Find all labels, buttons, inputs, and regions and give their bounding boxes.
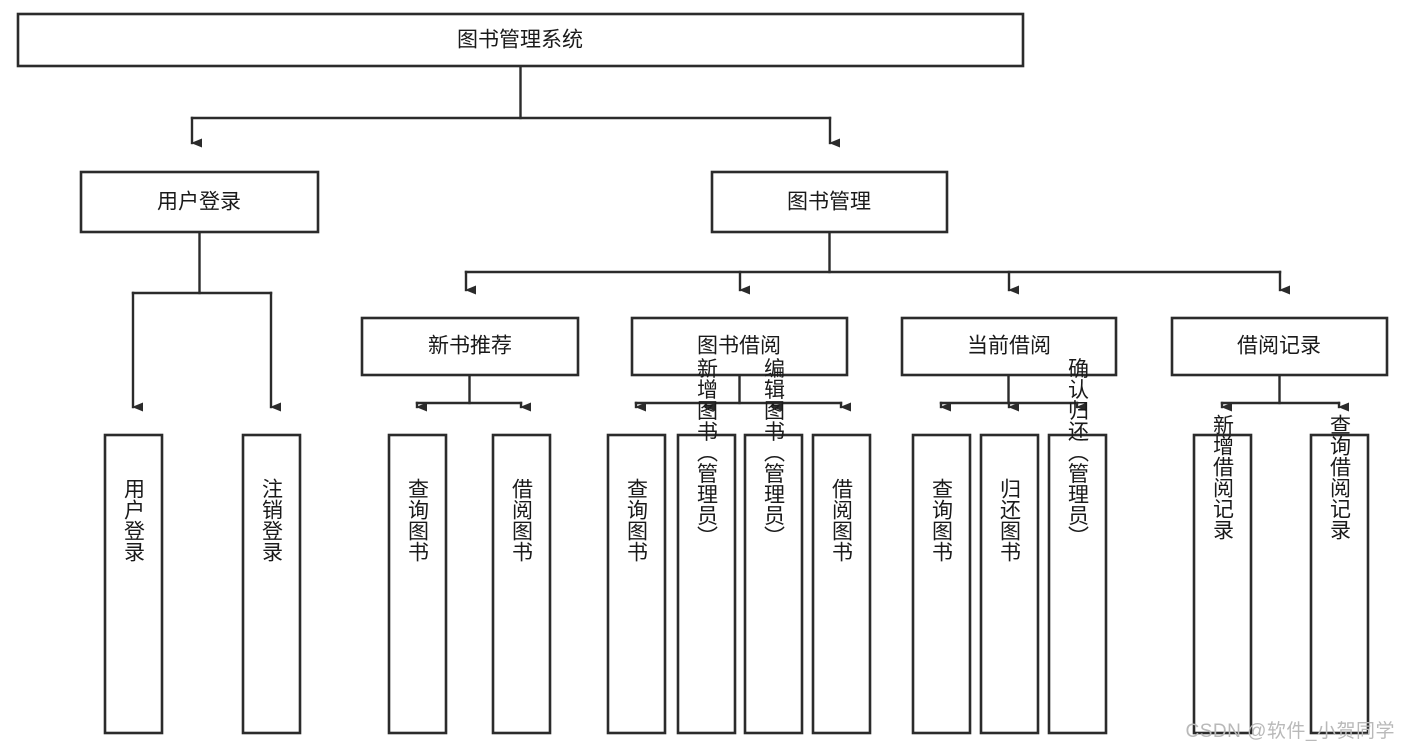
node-leaf-query-record[interactable]: 查询借阅记录 <box>1309 414 1370 735</box>
connector-book-management-children <box>464 230 1290 295</box>
node-leaf-return-book-label: 归还图书 <box>998 478 1022 562</box>
node-leaf-logout-login[interactable]: 注销登录 <box>241 433 302 735</box>
node-leaf-borrow-book-1[interactable]: 借阅图书 <box>491 433 552 735</box>
node-leaf-query-book-2-label: 查询图书 <box>625 478 649 562</box>
node-root-label: 图书管理系统 <box>457 29 583 52</box>
node-leaf-query-book-1-label: 查询图书 <box>406 478 430 562</box>
node-current-borrow[interactable]: 当前借阅 <box>900 316 1118 377</box>
connector-current-borrow-children <box>939 373 1087 412</box>
node-leaf-query-record-label: 查询借阅记录 <box>1328 414 1352 540</box>
node-leaf-confirm-return-label: 确认归还（管理员） <box>1066 358 1090 547</box>
node-borrow-record-label: 借阅记录 <box>1237 335 1321 358</box>
node-new-book-recommend[interactable]: 新书推荐 <box>360 316 580 377</box>
node-user-login-label: 用户登录 <box>157 191 241 214</box>
node-book-management-label: 图书管理 <box>787 191 871 214</box>
node-leaf-confirm-return[interactable]: 确认归还（管理员） <box>1047 358 1108 735</box>
node-leaf-logout-login-label: 注销登录 <box>260 478 284 562</box>
node-leaf-edit-book-label: 编辑图书（管理员） <box>762 358 786 547</box>
node-leaf-query-book-1[interactable]: 查询图书 <box>387 433 448 735</box>
csdn-watermark: CSDN @软件_小贺同学 <box>1185 721 1395 742</box>
node-leaf-query-book-3-label: 查询图书 <box>930 478 954 562</box>
node-leaf-add-book[interactable]: 新增图书（管理员） <box>676 358 737 735</box>
node-new-book-recommend-label: 新书推荐 <box>428 335 512 358</box>
connector-new-book-recommend-children <box>415 373 531 412</box>
node-leaf-add-book-label: 新增图书（管理员） <box>695 358 719 547</box>
node-root[interactable]: 图书管理系统 <box>16 12 1025 68</box>
node-leaf-user-login-label: 用户登录 <box>122 478 146 562</box>
node-leaf-return-book[interactable]: 归还图书 <box>979 433 1040 735</box>
node-current-borrow-label: 当前借阅 <box>967 335 1051 358</box>
node-book-management[interactable]: 图书管理 <box>710 170 949 234</box>
node-leaf-edit-book[interactable]: 编辑图书（管理员） <box>743 358 804 735</box>
connector-borrow-record-children <box>1220 373 1349 412</box>
node-leaf-query-book-2[interactable]: 查询图书 <box>606 433 667 735</box>
node-borrow-record[interactable]: 借阅记录 <box>1170 316 1389 377</box>
node-leaf-add-record-label: 新增借阅记录 <box>1211 414 1235 540</box>
node-leaf-borrow-book-2-label: 借阅图书 <box>830 478 854 562</box>
node-book-borrow-label: 图书借阅 <box>697 335 781 358</box>
node-leaf-borrow-book-2[interactable]: 借阅图书 <box>811 433 872 735</box>
connector-user-login-children <box>131 230 281 412</box>
node-book-borrow[interactable]: 图书借阅 <box>630 316 849 377</box>
node-leaf-user-login[interactable]: 用户登录 <box>103 433 164 735</box>
connector-root-stem <box>190 64 840 148</box>
node-leaf-add-record[interactable]: 新增借阅记录 <box>1192 414 1253 735</box>
connector-book-borrow-children <box>634 373 851 412</box>
node-leaf-borrow-book-1-label: 借阅图书 <box>510 478 534 562</box>
node-leaf-query-book-3[interactable]: 查询图书 <box>911 433 972 735</box>
node-user-login[interactable]: 用户登录 <box>79 170 320 234</box>
